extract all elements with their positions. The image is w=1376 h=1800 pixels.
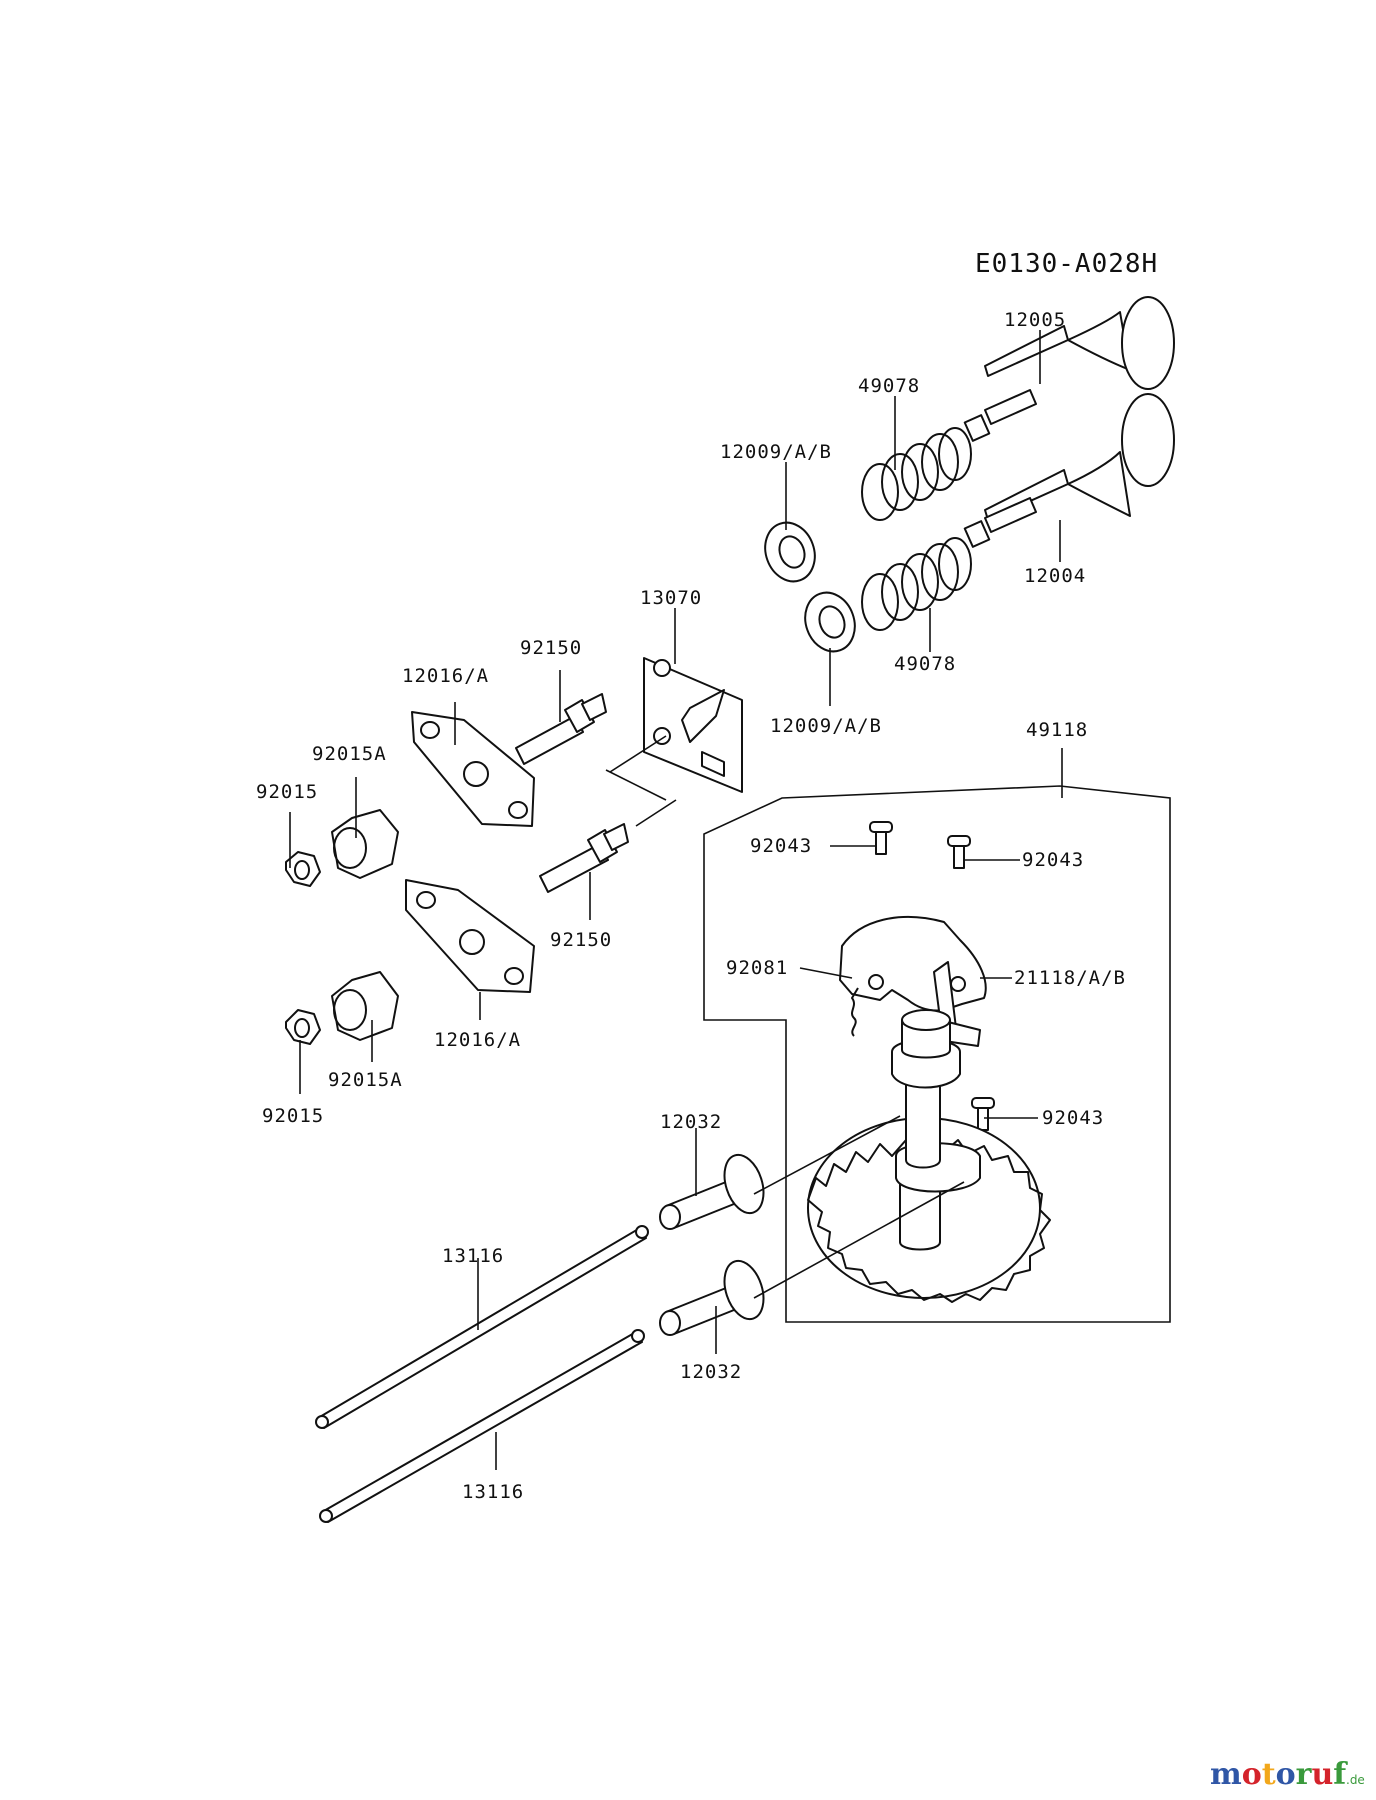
watermark-letter: o [1242,1757,1262,1792]
label-12016-bottom: 12016/A [434,1029,521,1051]
label-92015-bottom: 92015 [262,1105,324,1127]
rocker-arm-12016-top [411,711,535,827]
leader-lines [289,330,1063,1470]
stud-92150-bottom [539,823,629,893]
watermark-letter: t [1262,1757,1276,1792]
tappet-12032-bottom [659,1259,765,1336]
label-13116-bottom: 13116 [462,1481,524,1503]
label-92043-cam: 92043 [1042,1107,1104,1129]
label-92150-top: 92150 [520,637,582,659]
push-rod-13116-bottom [319,1329,645,1523]
watermark-letter: o [1276,1757,1296,1792]
rivet-92043-left [869,821,893,855]
svg-text:motoruf: motoruf [1210,1757,1348,1792]
retainer-12009-top [764,521,816,583]
label-13116-top: 13116 [442,1245,504,1267]
pivot-92015A-top [331,809,399,879]
label-49118: 49118 [1026,719,1088,741]
label-12005: 12005 [1004,309,1066,331]
label-92150-bottom: 92150 [550,929,612,951]
label-12009-top: 12009/A/B [720,441,832,463]
label-12009-bottom: 12009/A/B [770,715,882,737]
rivet-92043-cam [971,1097,995,1131]
label-92043-left: 92043 [750,835,812,857]
nut-92015-top [285,851,321,887]
guide-plate-13070 [643,657,743,793]
watermark-letter: m [1210,1757,1242,1792]
pivot-92015A-bottom [331,971,399,1041]
diagram-code: E0130-A028H [975,249,1158,279]
label-92015-top: 92015 [256,781,318,803]
push-rod-13116-top [315,1225,649,1429]
label-12016-top: 12016/A [402,665,489,687]
rocker-arm-12016-bottom [405,879,535,993]
valve-12004 [963,393,1175,548]
label-13070: 13070 [640,587,702,609]
label-92015A-bottom: 92015A [328,1069,403,1091]
spring-92081 [851,987,859,1037]
label-49078-bottom: 49078 [894,653,956,675]
assembly-box-49118 [703,785,1171,1323]
watermark-suffix: .de [1346,1773,1365,1787]
nut-92015-bottom [285,1009,321,1045]
label-49078-top: 49078 [858,375,920,397]
watermark-letter: u [1311,1757,1333,1792]
watermark-letter: r [1296,1757,1313,1792]
stud-92150-top [515,693,607,765]
tappet-12032-top [659,1153,765,1230]
label-92015A-top: 92015A [312,743,387,765]
valve-12005 [963,296,1175,442]
label-12004: 12004 [1024,565,1086,587]
label-12032-top: 12032 [660,1111,722,1133]
label-92043-right: 92043 [1022,849,1084,871]
retainer-12009-bottom [804,591,856,653]
label-12032-bottom: 12032 [680,1361,742,1383]
label-21118: 21118/A/B [1014,967,1126,989]
camshaft-gear [807,1009,1051,1303]
label-92081: 92081 [726,957,788,979]
spring-49078-top [861,427,972,521]
spring-49078-bottom [861,537,972,631]
rivet-92043-right [947,835,971,869]
watermark-letter: f [1333,1757,1348,1792]
watermark-logo: motoruf .de [1210,1757,1365,1792]
